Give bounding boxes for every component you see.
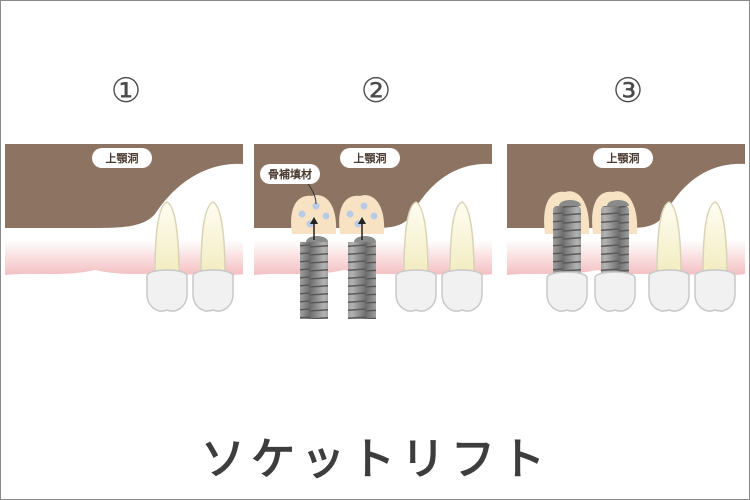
crown-2 — [594, 271, 636, 312]
implant-2 — [601, 200, 629, 276]
bone-graft-2 — [339, 195, 385, 234]
svg-text:上顎洞: 上顎洞 — [106, 151, 139, 165]
tooth-1 — [395, 201, 437, 312]
tooth-2 — [192, 201, 234, 312]
implant-1 — [300, 217, 328, 319]
svg-text:上顎洞: 上顎洞 — [354, 151, 387, 165]
tooth-1 — [146, 201, 188, 312]
panel-step-1: 上顎洞 — [5, 144, 243, 319]
tooth-2 — [694, 201, 736, 312]
panel-step-2: 上顎洞 骨補填材 — [254, 144, 492, 319]
tooth-1 — [648, 201, 690, 312]
step-number-2: ② — [360, 71, 392, 111]
maxillary-bone — [5, 144, 243, 228]
panel-step-3: 上顎洞 — [507, 144, 745, 319]
bone-graft-1 — [291, 195, 337, 234]
step-number-1: ① — [110, 71, 142, 111]
gum-line — [5, 240, 243, 275]
svg-text:骨補填材: 骨補填材 — [268, 167, 312, 181]
svg-text:上顎洞: 上顎洞 — [607, 151, 640, 165]
sinus-label-pill: 上顎洞 — [92, 148, 152, 168]
tooth-2 — [441, 201, 483, 312]
implant-2 — [348, 217, 376, 319]
crown-1 — [546, 271, 588, 312]
sinus-label-pill: 上顎洞 — [593, 148, 653, 168]
step-number-3: ③ — [612, 71, 644, 111]
page-title: ソケットリフト — [201, 434, 551, 485]
implant-1 — [553, 200, 581, 276]
graft-label-pill: 骨補填材 — [260, 164, 320, 205]
sinus-label-pill: 上顎洞 — [340, 148, 400, 168]
